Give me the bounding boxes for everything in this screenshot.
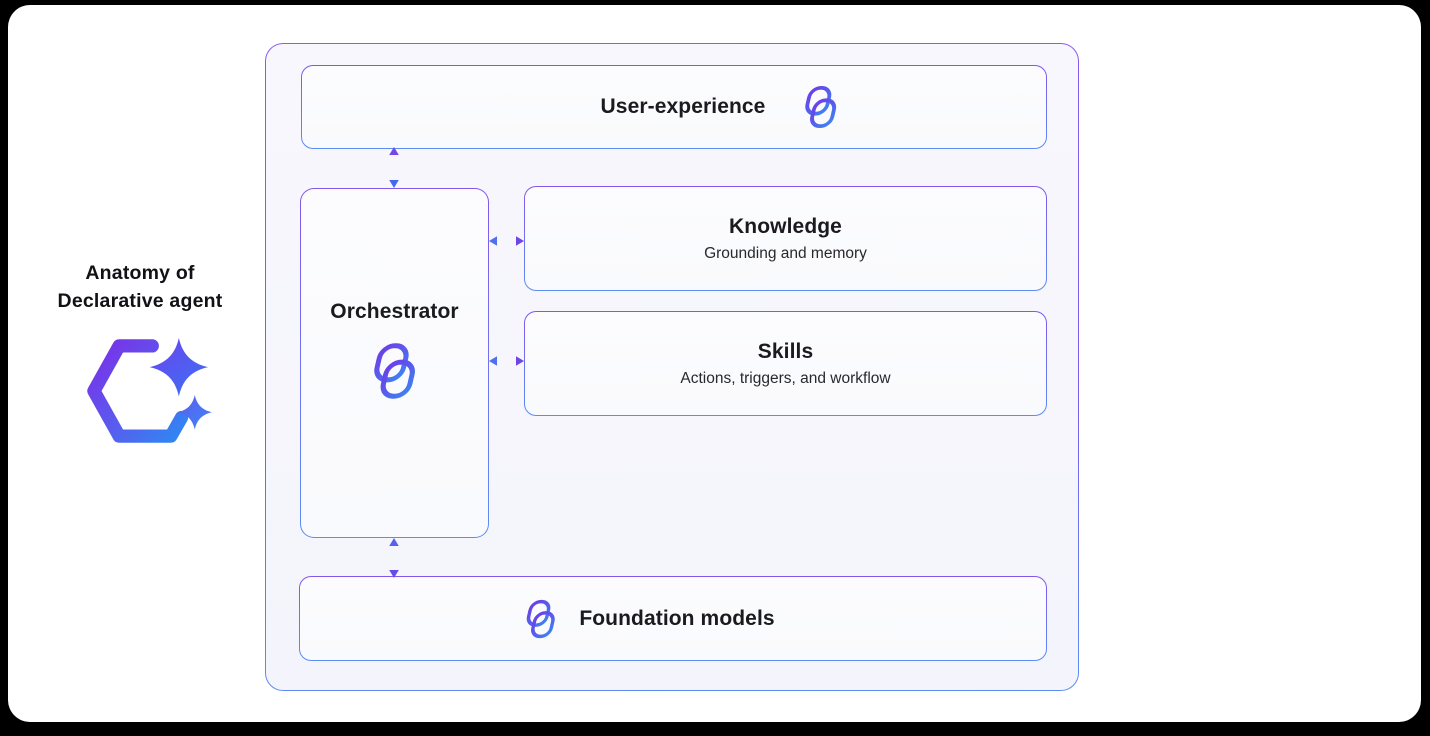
orchestrator-label: Orchestrator xyxy=(330,300,459,323)
user-experience-content: User-experience xyxy=(601,85,842,129)
arrow-orchestrator-skills xyxy=(489,356,524,366)
copilot-icon xyxy=(369,342,421,400)
foundation-models-content: Foundation models xyxy=(523,599,775,639)
arrow-orchestrator-knowledge xyxy=(489,236,524,246)
arrow-user-experience-orchestrator xyxy=(389,147,399,188)
knowledge-label: Knowledge xyxy=(729,214,842,238)
box-foundation-models: Foundation models xyxy=(299,576,1047,661)
skills-sublabel: Actions, triggers, and workflow xyxy=(680,369,891,387)
box-orchestrator: Orchestrator xyxy=(300,188,489,538)
user-experience-label: User-experience xyxy=(600,95,766,118)
slide-canvas: Anatomy of Declarative agent xyxy=(8,5,1421,722)
box-user-experience: User-experience xyxy=(301,65,1047,149)
diagram-title-line2: Declarative agent xyxy=(57,290,223,312)
declarative-agent-icon xyxy=(78,325,216,457)
copilot-icon xyxy=(801,85,841,129)
arrow-orchestrator-foundation-models xyxy=(389,538,399,578)
diagram-title-line1: Anatomy of xyxy=(85,262,195,284)
copilot-icon xyxy=(523,599,559,639)
agent-anatomy-container: User-experience xyxy=(265,43,1079,691)
knowledge-sublabel: Grounding and memory xyxy=(704,244,867,262)
diagram-title: Anatomy of Declarative agent xyxy=(30,259,250,315)
box-knowledge: Knowledge Grounding and memory xyxy=(524,186,1047,291)
box-skills: Skills Actions, triggers, and workflow xyxy=(524,311,1047,416)
skills-label: Skills xyxy=(757,339,814,363)
foundation-models-label: Foundation models xyxy=(579,606,775,630)
